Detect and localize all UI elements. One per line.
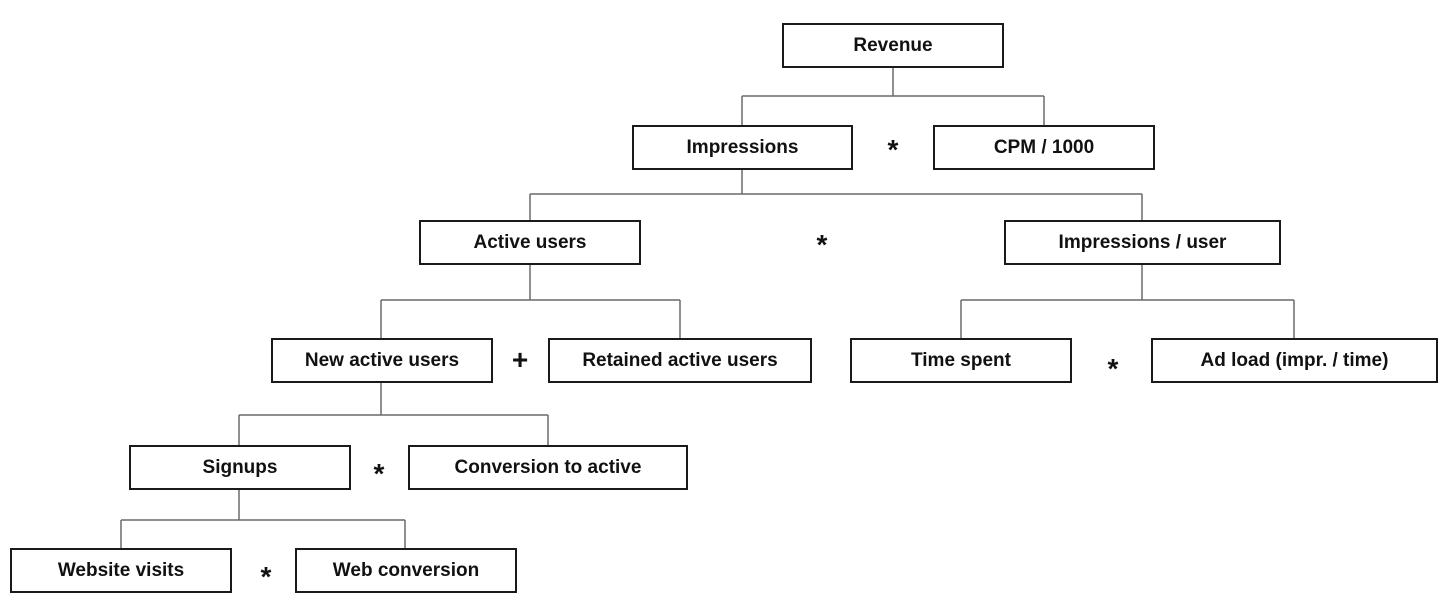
node-time-spent: Time spent bbox=[850, 338, 1072, 383]
node-conversion-to-active: Conversion to active bbox=[408, 445, 688, 490]
node-ad-load: Ad load (impr. / time) bbox=[1151, 338, 1438, 383]
node-website-visits: Website visits bbox=[10, 548, 232, 593]
node-active-users: Active users bbox=[419, 220, 641, 265]
operator-multiply: * bbox=[1107, 353, 1119, 384]
operator-multiply: * bbox=[816, 229, 828, 260]
node-revenue: Revenue bbox=[782, 23, 1004, 68]
node-retained-active-users: Retained active users bbox=[548, 338, 812, 383]
node-impressions: Impressions bbox=[632, 125, 853, 170]
node-impressions-per-user: Impressions / user bbox=[1004, 220, 1281, 265]
node-web-conversion: Web conversion bbox=[295, 548, 517, 593]
operator-plus: + bbox=[511, 344, 529, 375]
operator-multiply: * bbox=[373, 458, 385, 489]
node-cpm: CPM / 1000 bbox=[933, 125, 1155, 170]
operator-multiply: * bbox=[260, 561, 272, 592]
node-signups: Signups bbox=[129, 445, 351, 490]
node-new-active-users: New active users bbox=[271, 338, 493, 383]
operator-multiply: * bbox=[887, 134, 899, 165]
